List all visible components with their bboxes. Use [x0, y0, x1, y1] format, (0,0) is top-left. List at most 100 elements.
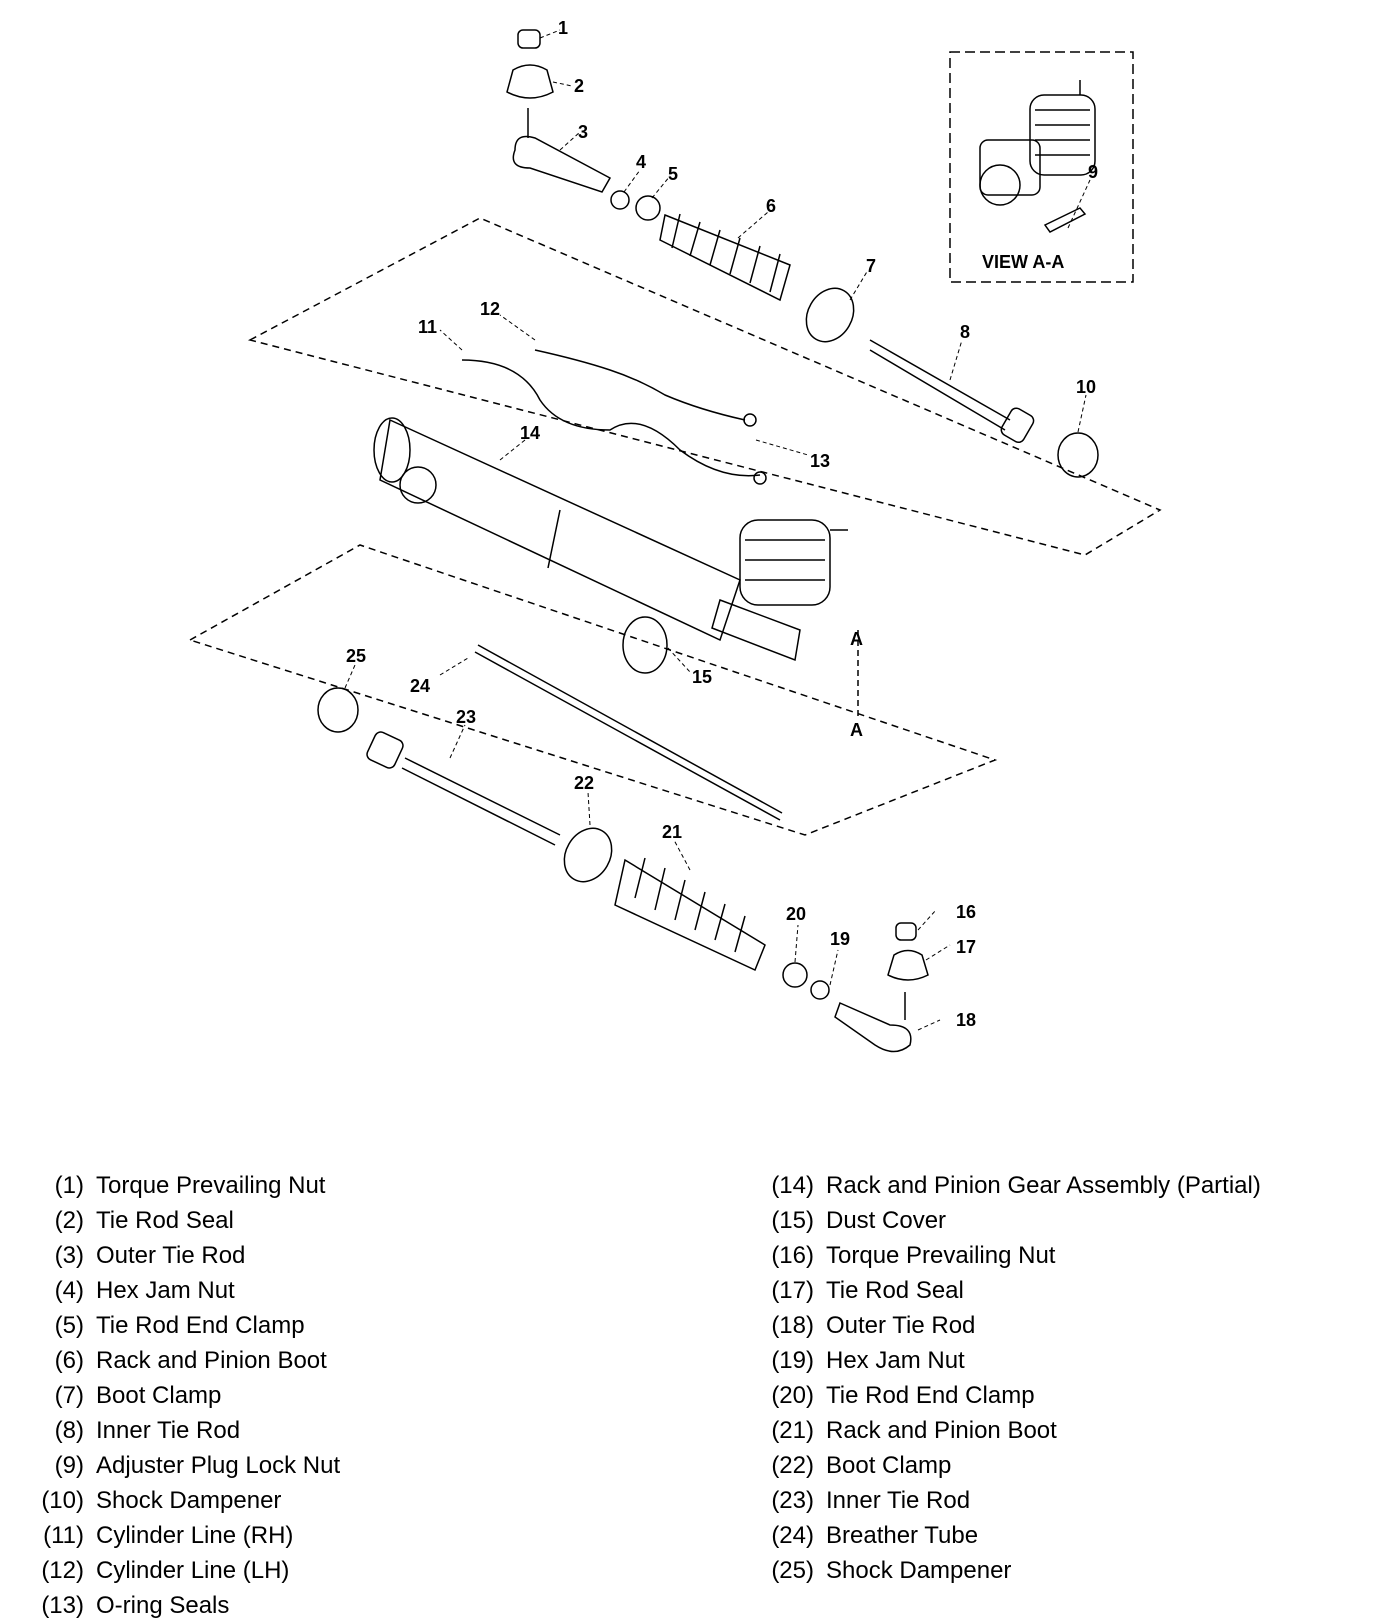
legend-item: (1)Torque Prevailing Nut [10, 1168, 340, 1203]
callout-1: 1 [558, 18, 568, 38]
legend-item: (17) Tie Rod Seal [740, 1273, 1261, 1308]
view-a-a-pinion-housing [979, 80, 1096, 206]
section-marker-top: A [850, 629, 863, 649]
legend-label: Tie Rod End Clamp [826, 1382, 1035, 1409]
section-marker-bottom: A [850, 720, 863, 740]
legend-item: (15)Dust Cover [740, 1203, 1261, 1238]
legend-number: (21) [771, 1417, 814, 1444]
part-5-clamp [635, 195, 661, 221]
legend-label: Hex Jam Nut [826, 1347, 965, 1374]
legend-number: (20) [771, 1382, 814, 1409]
legend-label: Torque Prevailing Nut [826, 1242, 1056, 1269]
legend-item: (2) Tie Rod Seal [10, 1203, 340, 1238]
legend-item: (8)Inner Tie Rod [10, 1413, 340, 1448]
legend-number: (11) [43, 1522, 84, 1549]
legend-item: (25)Shock Dampener [740, 1553, 1261, 1588]
legend-number: (25) [771, 1557, 814, 1584]
callout-15: 15 [692, 667, 712, 687]
legend-number: (1) [54, 1172, 84, 1199]
legend-number: (24) [771, 1522, 814, 1549]
part-21-boot [614, 857, 766, 972]
callout-18: 18 [956, 1010, 976, 1030]
part-18-outer-tie-rod [834, 992, 912, 1053]
legend-number: (6) [54, 1347, 84, 1374]
callout-6: 6 [766, 196, 776, 216]
callout-19: 19 [830, 929, 850, 949]
legend-item: (18)Outer Tie Rod [740, 1308, 1261, 1343]
legend-item: (16) Torque Prevailing Nut [740, 1238, 1261, 1273]
legend-label: Hex Jam Nut [96, 1277, 235, 1304]
legend-label: O-ring Seals [96, 1592, 230, 1619]
legend-label: Rack and Pinion Gear Assembly (Partial) [826, 1172, 1261, 1199]
callout-16: 16 [956, 902, 976, 922]
part-13-o-ring-upper [743, 413, 757, 427]
callout-9: 9 [1088, 162, 1098, 182]
part-6-boot [659, 213, 791, 302]
callout-22: 22 [574, 773, 594, 793]
legend-label: Rack and Pinion Boot [96, 1347, 327, 1374]
legend-label: Boot Clamp [826, 1452, 952, 1479]
view-a-a-label: VIEW A-A [982, 252, 1064, 272]
legend-item: (6) Rack and Pinion Boot [10, 1343, 340, 1378]
part-15-dust-cover [622, 616, 668, 674]
part-25-shock-dampener [317, 687, 359, 733]
legend-number: (17) [771, 1277, 814, 1304]
legend-item: (22) Boot Clamp [740, 1448, 1261, 1483]
legend-label: Cylinder Line (RH) [96, 1522, 294, 1549]
leader-lines [344, 29, 1091, 1031]
legend-number: (22) [771, 1452, 814, 1479]
lower-assembly-plane [188, 544, 998, 836]
upper-assembly-plane [247, 217, 1162, 556]
legend-number: (5) [54, 1312, 84, 1339]
part-16-nut [895, 922, 917, 941]
legend-number: (8) [54, 1417, 84, 1444]
part-4-hex-jam-nut [610, 190, 630, 210]
callout-17: 17 [956, 937, 976, 957]
legend-number: (19) [771, 1347, 814, 1374]
legend-label: Tie Rod Seal [826, 1277, 964, 1304]
part-8-inner-tie-rod [869, 339, 1035, 444]
legend-number: (3) [54, 1242, 84, 1269]
legend-number: (12) [41, 1557, 84, 1584]
legend-number: (18) [771, 1312, 814, 1339]
legend-item: (13)O-ring Seals [10, 1588, 340, 1623]
legend-item: (12)Cylinder Line (LH) [10, 1553, 340, 1588]
callout-8: 8 [960, 322, 970, 342]
part-22-boot-clamp [563, 827, 613, 883]
legend-item: (23)Inner Tie Rod [740, 1483, 1261, 1518]
part-2-seal [506, 64, 554, 99]
legend-number: (10) [41, 1487, 84, 1514]
part-24-breather-tube [474, 651, 781, 821]
callout-5: 5 [668, 164, 678, 184]
legend-label: Shock Dampener [96, 1487, 282, 1514]
legend-item: (20) Tie Rod End Clamp [740, 1378, 1261, 1413]
legend-item: (24) Breather Tube [740, 1518, 1261, 1553]
legend-item: (10) Shock Dampener [10, 1483, 340, 1518]
part-11-cylinder-line-rh [461, 359, 761, 477]
legend-item: (9)Adjuster Plug Lock Nut [10, 1448, 340, 1483]
part-14-rack-and-pinion-assembly [373, 417, 848, 662]
part-23-inner-tie-rod [366, 731, 561, 846]
legend-item: (4)Hex Jam Nut [10, 1273, 340, 1308]
legend-label: Outer Tie Rod [96, 1242, 246, 1269]
legend-label: Adjuster Plug Lock Nut [96, 1452, 341, 1479]
legend-label: Rack and Pinion Boot [826, 1417, 1057, 1444]
legend-label: Breather Tube [826, 1522, 979, 1549]
legend-label: Tie Rod Seal [96, 1207, 234, 1234]
legend-number: (7) [54, 1382, 84, 1409]
legend-label: Tie Rod End Clamp [96, 1312, 305, 1339]
view-a-a-lock-nut [1043, 207, 1087, 233]
legend-label: Inner Tie Rod [826, 1487, 971, 1514]
callout-13: 13 [810, 451, 830, 471]
part-17-seal [887, 949, 929, 981]
legend-number: (2) [54, 1207, 84, 1234]
legend-label: Boot Clamp [96, 1382, 222, 1409]
legend-item: (3) Outer Tie Rod [10, 1238, 340, 1273]
part-3-outer-tie-rod [512, 108, 612, 193]
legend-number: (16) [771, 1242, 814, 1269]
callout-20: 20 [786, 904, 806, 924]
legend-label: Dust Cover [826, 1207, 947, 1234]
callout-24: 24 [410, 676, 430, 696]
legend-item: (14)Rack and Pinion Gear Assembly (Parti… [740, 1168, 1261, 1203]
part-10-shock-dampener [1057, 432, 1099, 478]
